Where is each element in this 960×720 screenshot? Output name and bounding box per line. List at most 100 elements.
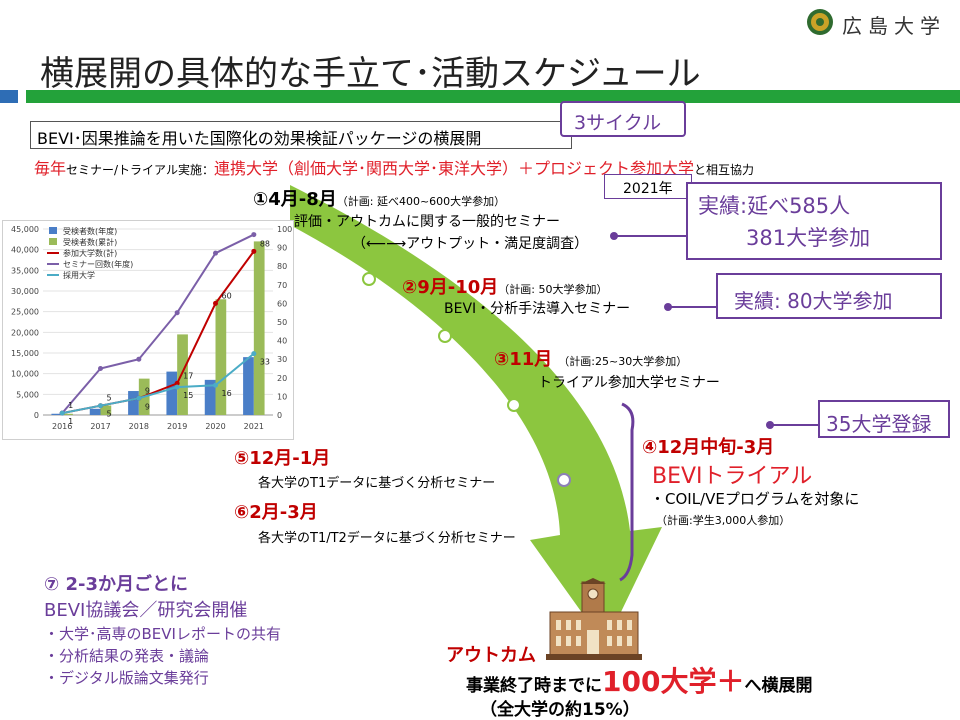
step-7-item-2: ・分析結果の発表・議論 [44, 647, 210, 665]
x-tick-label: 2020 [205, 422, 225, 431]
outcome-line-1: 事業終了時までに100大学＋へ横展開 [466, 660, 812, 700]
annual-partners: 連携大学（創価大学･関西大学･東洋大学）＋プロジェクト参加大学 [213, 159, 694, 178]
outcome-pre: 事業終了時までに [466, 676, 602, 696]
step-3-header: ③11月（計画:25~30大学参加） [494, 345, 687, 371]
step-5-desc: 各大学のT1データに基づく分析セミナー [258, 476, 496, 491]
right-tick-label: 30 [277, 355, 287, 364]
outcome-post: へ横展開 [744, 676, 813, 696]
data-label: 17 [183, 371, 193, 380]
data-point [251, 351, 257, 357]
university-seal-icon [807, 9, 833, 35]
annual-prefix: 毎年 [34, 159, 67, 178]
year-badge: 2021年 [604, 174, 692, 199]
data-point [136, 356, 142, 362]
data-point [251, 232, 257, 238]
data-point [213, 300, 218, 306]
connector-dot-1 [610, 232, 618, 240]
step-6-desc: 各大学のT1/T2データに基づく分析セミナー [258, 531, 516, 546]
x-tick-label: 2019 [167, 422, 187, 431]
page-title: 横展開の具体的な手立て･活動スケジュール [40, 54, 701, 94]
cycles-badge: 3サイクル [560, 101, 686, 137]
data-label: 60 [222, 291, 232, 300]
bar [128, 391, 139, 415]
bar [215, 299, 227, 415]
step-7-item-1: ・大学･高専のBEVIレポートの共有 [44, 625, 281, 643]
result-1-line2: 381大学参加 [746, 226, 871, 250]
legend-label: 参加大学数(計) [63, 248, 117, 258]
step-2-header: ②9月-10月（計画: 50大学参加） [402, 273, 608, 299]
step-2-plan: （計画: 50大学参加） [498, 283, 608, 296]
milestone-dot-2 [362, 272, 376, 286]
left-tick-label: 5,000 [16, 390, 39, 399]
step-5-title: ⑤12月-1月 [234, 448, 331, 469]
data-point [136, 395, 142, 401]
x-tick-label: 2016 [52, 422, 72, 431]
outcome-big: 100大学＋ [602, 665, 745, 698]
bar [243, 357, 254, 415]
right-tick-label: 20 [277, 374, 287, 383]
bar [100, 405, 112, 415]
step-3-desc: トライアル参加大学セミナー [538, 375, 720, 391]
step-1-desc-2: （⟵⟶アウトプット・満足度調査） [352, 236, 589, 252]
result-box-3: 35大学登録 [818, 400, 950, 438]
title-bar-green [26, 90, 960, 103]
step-1-title: ①4月-8月 [253, 189, 337, 210]
series-line [61, 352, 255, 415]
step-4-plan: （計画:学生3,000人参加） [656, 514, 791, 527]
right-tick-label: 100 [277, 225, 292, 234]
data-label: 5 [107, 394, 112, 403]
data-point [98, 403, 103, 409]
step-4-subtitle: BEVIトライアル [652, 464, 813, 489]
left-tick-label: 45,000 [11, 225, 39, 234]
trial-bracket [619, 402, 635, 582]
data-point [213, 382, 218, 388]
right-tick-label: 60 [277, 299, 287, 308]
connector-dot-2 [664, 303, 672, 311]
cycles-label: 3サイクル [574, 112, 662, 134]
series-line [61, 233, 255, 414]
annual-suffix-small: と [693, 163, 706, 177]
left-tick-label: 30,000 [11, 287, 39, 296]
bar [62, 413, 73, 415]
university-name: 広島大学 [842, 14, 946, 38]
bar [253, 241, 265, 415]
step-4-title: ④12月中旬-3月 [642, 437, 775, 458]
data-point [98, 366, 103, 371]
result-box-1: 実績:延べ585人 381大学参加 [686, 182, 942, 260]
data-label: 1 [68, 417, 73, 426]
right-tick-label: 80 [277, 262, 287, 271]
right-tick-label: 40 [277, 337, 287, 346]
university-building-icon [546, 578, 642, 660]
step-2-desc: BEVI・分析手法導入セミナー [444, 301, 631, 317]
right-tick-label: 70 [277, 281, 287, 290]
data-point [59, 410, 65, 416]
year-badge-label: 2021年 [623, 181, 673, 197]
x-tick-label: 2018 [129, 422, 149, 431]
data-label: 16 [222, 389, 232, 398]
step-2-title: ②9月-10月 [402, 277, 499, 298]
legend-swatch [49, 227, 57, 234]
right-tick-label: 90 [277, 244, 287, 253]
result-3-label: 35大学登録 [826, 412, 932, 436]
milestone-dot-4 [507, 398, 521, 412]
step-3-title: ③11月 [494, 349, 553, 370]
legend-label: 受検者数(累計) [63, 237, 117, 247]
result-1-line1: 実績:延べ585人 [698, 194, 851, 218]
outcome-label: アウトカム [446, 645, 536, 666]
package-box: BEVI･因果推論を用いた国際化の効果検証パッケージの横展開 [30, 121, 572, 149]
right-tick-label: 10 [277, 392, 287, 401]
bar [89, 408, 101, 415]
annual-middle: セミナー/トライアル実施： [66, 163, 214, 177]
step-7-title: ⑦ 2-3か月ごとに [44, 574, 189, 595]
left-tick-label: 40,000 [11, 246, 39, 255]
bar [177, 334, 188, 415]
legend-label: 採用大学 [63, 270, 95, 280]
legend-label: 受検者数(年度) [63, 226, 117, 236]
step-4-desc: ・COIL/VEプログラムを対象に [650, 490, 860, 508]
annual-line: 毎年セミナー/トライアル実施：連携大学（創価大学･関西大学･東洋大学）＋プロジェ… [34, 155, 754, 179]
right-tick-label: 50 [277, 318, 287, 327]
data-point [174, 384, 180, 390]
data-label: 9 [145, 386, 150, 395]
